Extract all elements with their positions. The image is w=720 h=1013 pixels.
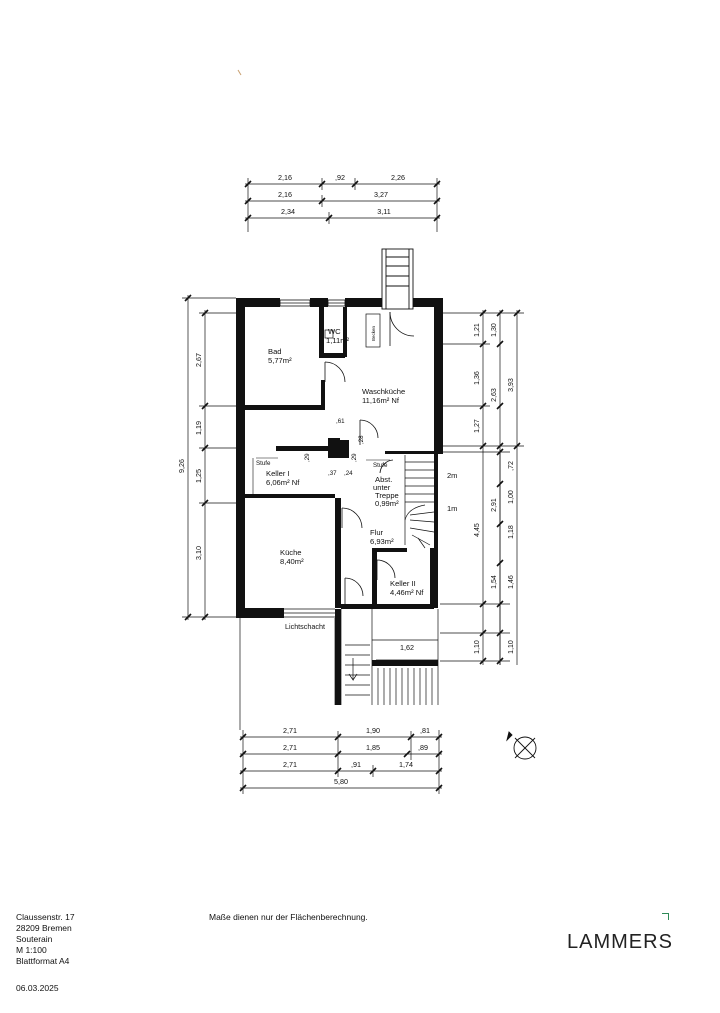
- dim-2m: 2m: [447, 471, 457, 480]
- address-block: Claussenstr. 17 28209 Bremen Souterain M…: [16, 912, 75, 967]
- lower-walls: [335, 609, 438, 705]
- address-line-4: M 1:100: [16, 945, 47, 955]
- label-stufe-left: Stufe: [256, 460, 271, 467]
- room-kueche-name: Küche: [280, 548, 302, 557]
- address-line-5: Blattformat A4: [16, 956, 70, 966]
- label-stufe-right: Stufe: [373, 462, 388, 469]
- dim-bottom-3b: ,91: [351, 760, 361, 769]
- room-abst-2: unter: [373, 483, 391, 492]
- room-waschkueche-name: Waschküche: [362, 387, 405, 396]
- room-keller2-area: 4,46m² Nf: [390, 588, 424, 597]
- dim-bottom-2b: 1,85: [366, 743, 380, 752]
- dims-bottom: [239, 730, 443, 794]
- room-abst-3: Treppe: [375, 491, 399, 500]
- dim-right-2-4: 2,91: [491, 498, 498, 512]
- label-d29b: ,29: [351, 453, 358, 462]
- dim-right-2-3: ,72: [508, 461, 515, 471]
- dim-right-1-1: 1,21: [474, 323, 481, 337]
- dim-top-2a: 2,16: [278, 190, 292, 199]
- room-abst-area: 0,99m²: [375, 499, 399, 508]
- dim-right-1-7: 1,10: [474, 640, 481, 654]
- dim-top-3b: 3,11: [377, 207, 390, 216]
- dim-bottom-1a: 2,71: [283, 726, 297, 735]
- dim-bottom-3a: 2,71: [283, 760, 297, 769]
- room-becken: Becken: [371, 325, 376, 341]
- label-d162: 1,62: [400, 643, 414, 652]
- dims-top: [244, 178, 441, 232]
- label-d28: ,28: [358, 435, 365, 444]
- address-line-1: Claussenstr. 17: [16, 912, 75, 922]
- room-kueche-area: 8,40m²: [280, 557, 304, 566]
- address-line-2: 28209 Bremen: [16, 923, 72, 933]
- dim-right-2-9: 1,10: [508, 640, 515, 654]
- dim-right-2-1: 1,30: [491, 323, 498, 337]
- room-bad-area: 5,77m²: [268, 356, 292, 365]
- dim-left-1: 2,67: [194, 353, 203, 367]
- label-d61: ,61: [336, 418, 345, 425]
- dim-bottom-1b: 1,90: [366, 726, 380, 735]
- dim-right-2-2: 2,63: [491, 388, 498, 402]
- dim-bottom-2a: 2,71: [283, 743, 297, 752]
- dim-top-1b: ,92: [335, 173, 345, 182]
- dim-bottom-2c: ,89: [418, 743, 428, 752]
- dim-right-1-3: 1,27: [474, 419, 481, 433]
- wc-fixtures: [324, 313, 381, 348]
- lichtschacht-area: [239, 608, 439, 730]
- room-keller1-name: Keller I: [266, 469, 290, 478]
- dim-top-3a: 2,34: [281, 207, 295, 216]
- dim-left-outer: 9,26: [177, 459, 186, 473]
- dim-left-3: 1,25: [194, 469, 203, 483]
- dim-bottom-1c: ,81: [420, 726, 430, 735]
- room-bad-name: Bad: [268, 347, 282, 356]
- room-keller2-name: Keller II: [390, 579, 416, 588]
- dim-1m: 1m: [447, 504, 457, 513]
- dims-right: [440, 309, 524, 665]
- dim-right-2-8: 1,46: [508, 575, 515, 589]
- measurement-note: Maße dienen nur der Flächenberechnung.: [209, 912, 368, 922]
- room-keller1-area: 6,06m² Nf: [266, 478, 300, 487]
- doors: [324, 311, 415, 604]
- lichtschacht-label-box: [283, 621, 333, 631]
- windows: [279, 299, 346, 307]
- room-waschkueche-area: 11,16m² Nf: [362, 396, 400, 405]
- inner-stair: [404, 455, 435, 549]
- label-d37: ,37: [328, 470, 337, 477]
- dim-right-1-2: 1,36: [474, 371, 481, 385]
- dim-right-1-6: 4,45: [474, 523, 481, 537]
- label-d29a: ,29: [304, 453, 311, 462]
- dim-top-2b: 3,27: [374, 190, 388, 199]
- dim-right-2-7: 1,54: [491, 575, 498, 589]
- dim-right-2-5: 1,00: [508, 490, 515, 504]
- outer-stair-top: [381, 248, 414, 310]
- dim-bottom-4: 5,80: [334, 777, 348, 786]
- logo-mark-icon: [662, 913, 669, 920]
- label-d24: ,24: [344, 470, 353, 477]
- stray-mark: [237, 69, 242, 76]
- dim-top-1a: 2,16: [278, 173, 292, 182]
- room-wc-name: WC: [328, 327, 341, 336]
- room-wc-area: 1,11m²: [326, 336, 350, 345]
- outer-walls: [236, 298, 443, 618]
- label-lichtschacht: Lichtschacht: [285, 622, 325, 631]
- interior-walls: [245, 307, 438, 609]
- company-logo: LAMMERS: [567, 931, 673, 953]
- north-arrow-icon: [506, 731, 537, 760]
- plan-date: 06.03.2025: [16, 983, 59, 993]
- room-abst-1: Abst.: [375, 475, 392, 484]
- room-flur-area: 6,93m²: [370, 537, 394, 546]
- room-flur-name: Flur: [370, 528, 384, 537]
- dims-left: [182, 294, 236, 621]
- dim-left-2: 1,19: [194, 421, 203, 435]
- dim-top-1c: 2,26: [391, 173, 405, 182]
- dim-right-3-1: 3,93: [508, 378, 515, 392]
- address-line-3: Souterain: [16, 934, 53, 944]
- dim-bottom-3c: 1,74: [399, 760, 413, 769]
- dim-left-4: 3,10: [194, 546, 203, 560]
- dim-right-2-6: 1,18: [508, 525, 515, 539]
